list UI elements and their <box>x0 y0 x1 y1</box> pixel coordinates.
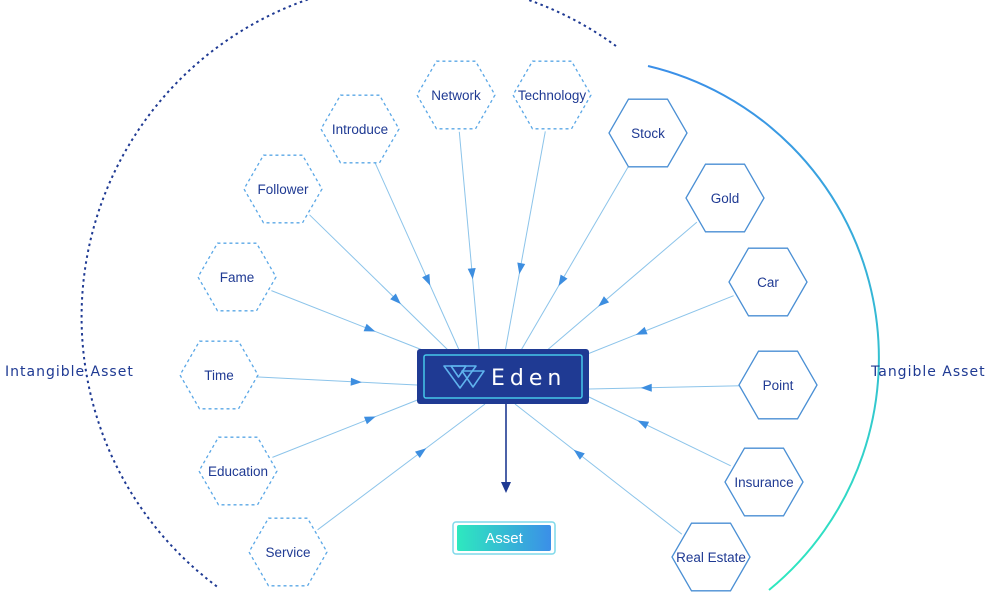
hex-node-car[interactable]: Car <box>728 247 808 317</box>
hex-node-network[interactable]: Network <box>416 60 496 130</box>
intangible-boundary-arc <box>80 0 617 589</box>
arrowhead-fame <box>363 323 376 332</box>
hexagon-gold <box>685 163 765 233</box>
arrowhead-time <box>350 377 362 386</box>
hexagon-point <box>738 350 818 420</box>
connector-fame <box>271 290 431 354</box>
tangible-boundary-arc <box>647 65 880 591</box>
hex-label-gold: Gold <box>711 191 740 206</box>
eden-to-asset-arrowhead <box>501 482 511 493</box>
connector-group <box>255 131 742 535</box>
hex-node-insurance[interactable]: Insurance <box>724 447 804 517</box>
hex-label-service: Service <box>265 545 310 560</box>
hexagon-network <box>416 60 496 130</box>
hexagon-service <box>248 517 328 587</box>
connector-technology <box>504 131 546 353</box>
arrowhead-introduce <box>422 273 431 286</box>
tangible-asset-label: Tangible Asset <box>870 364 986 380</box>
connector-insurance <box>588 396 731 467</box>
connector-follower <box>309 214 451 353</box>
intangible-asset-label: Intangible Asset <box>5 364 134 380</box>
connector-time <box>255 376 418 386</box>
hex-node-stock[interactable]: Stock <box>608 98 688 168</box>
connector-real-estate <box>514 403 683 535</box>
hexagon-time <box>179 340 259 410</box>
hex-node-follower[interactable]: Follower <box>243 154 323 224</box>
connector-gold <box>544 221 698 353</box>
arrowhead-insurance <box>637 420 650 429</box>
eden-logo-icon <box>443 365 485 389</box>
eden-center-node[interactable]: Eden <box>417 349 589 404</box>
hex-label-point: Point <box>763 378 794 393</box>
hex-label-time: Time <box>204 368 234 383</box>
asset-box <box>457 525 551 551</box>
connector-education <box>272 394 431 458</box>
connector-stock <box>519 164 630 353</box>
hex-label-insurance: Insurance <box>734 475 793 490</box>
eden-box-inner-border <box>423 354 583 399</box>
hexagon-technology <box>512 60 592 130</box>
eden-label: Eden <box>491 366 566 391</box>
hexagon-fame <box>197 242 277 312</box>
connector-service <box>317 403 486 531</box>
hex-node-service[interactable]: Service <box>248 517 328 587</box>
connector-network <box>458 131 481 361</box>
arrowhead-car <box>635 326 648 335</box>
hex-node-time[interactable]: Time <box>179 340 259 410</box>
hex-node-point[interactable]: Point <box>738 350 818 420</box>
arrowhead-gold <box>598 296 610 307</box>
arrowhead-education <box>364 416 376 425</box>
hex-label-introduce: Introduce <box>332 122 388 137</box>
hex-label-education: Education <box>208 464 268 479</box>
asset-node-group: Network TechnologyIntroduceFollowerFameTi… <box>179 60 818 592</box>
arrowhead-point <box>640 383 652 392</box>
hexagon-stock <box>608 98 688 168</box>
hex-node-gold[interactable]: Gold <box>685 163 765 233</box>
arrowhead-follower <box>390 293 401 305</box>
hex-label-car: Car <box>757 275 779 290</box>
arrowhead-network <box>467 268 476 280</box>
hex-label-fame: Fame <box>220 270 255 285</box>
hexagon-real-estate <box>671 522 751 592</box>
connector-point <box>588 385 742 390</box>
eden-box <box>417 349 589 404</box>
hex-node-introduce[interactable]: Introduce <box>320 94 400 164</box>
hexagon-follower <box>243 154 323 224</box>
hex-label-network: Network <box>431 88 481 103</box>
arrowhead-service <box>415 448 427 458</box>
hexagon-car <box>728 247 808 317</box>
arrowhead-real-estate <box>573 449 585 460</box>
hex-label-technology: Technology <box>518 88 587 103</box>
hex-node-education[interactable]: Education <box>198 436 278 506</box>
hex-node-real-estate[interactable]: Real Estate <box>671 522 751 592</box>
hex-label-real-estate: Real Estate <box>676 550 746 565</box>
asset-output-node[interactable]: Asset <box>452 521 556 555</box>
hex-node-technology[interactable]: Technology <box>512 60 592 130</box>
hexagon-insurance <box>724 447 804 517</box>
hexagon-education <box>198 436 278 506</box>
connector-car <box>584 295 734 356</box>
hex-node-fame[interactable]: Fame <box>197 242 277 312</box>
hexagon-introduce <box>320 94 400 164</box>
asset-label: Asset <box>485 530 523 547</box>
hex-label-follower: Follower <box>257 182 309 197</box>
arrowhead-stock <box>558 274 568 287</box>
connector-introduce <box>374 162 461 353</box>
arrowhead-technology <box>517 262 526 275</box>
hex-label-stock: Stock <box>631 126 665 141</box>
